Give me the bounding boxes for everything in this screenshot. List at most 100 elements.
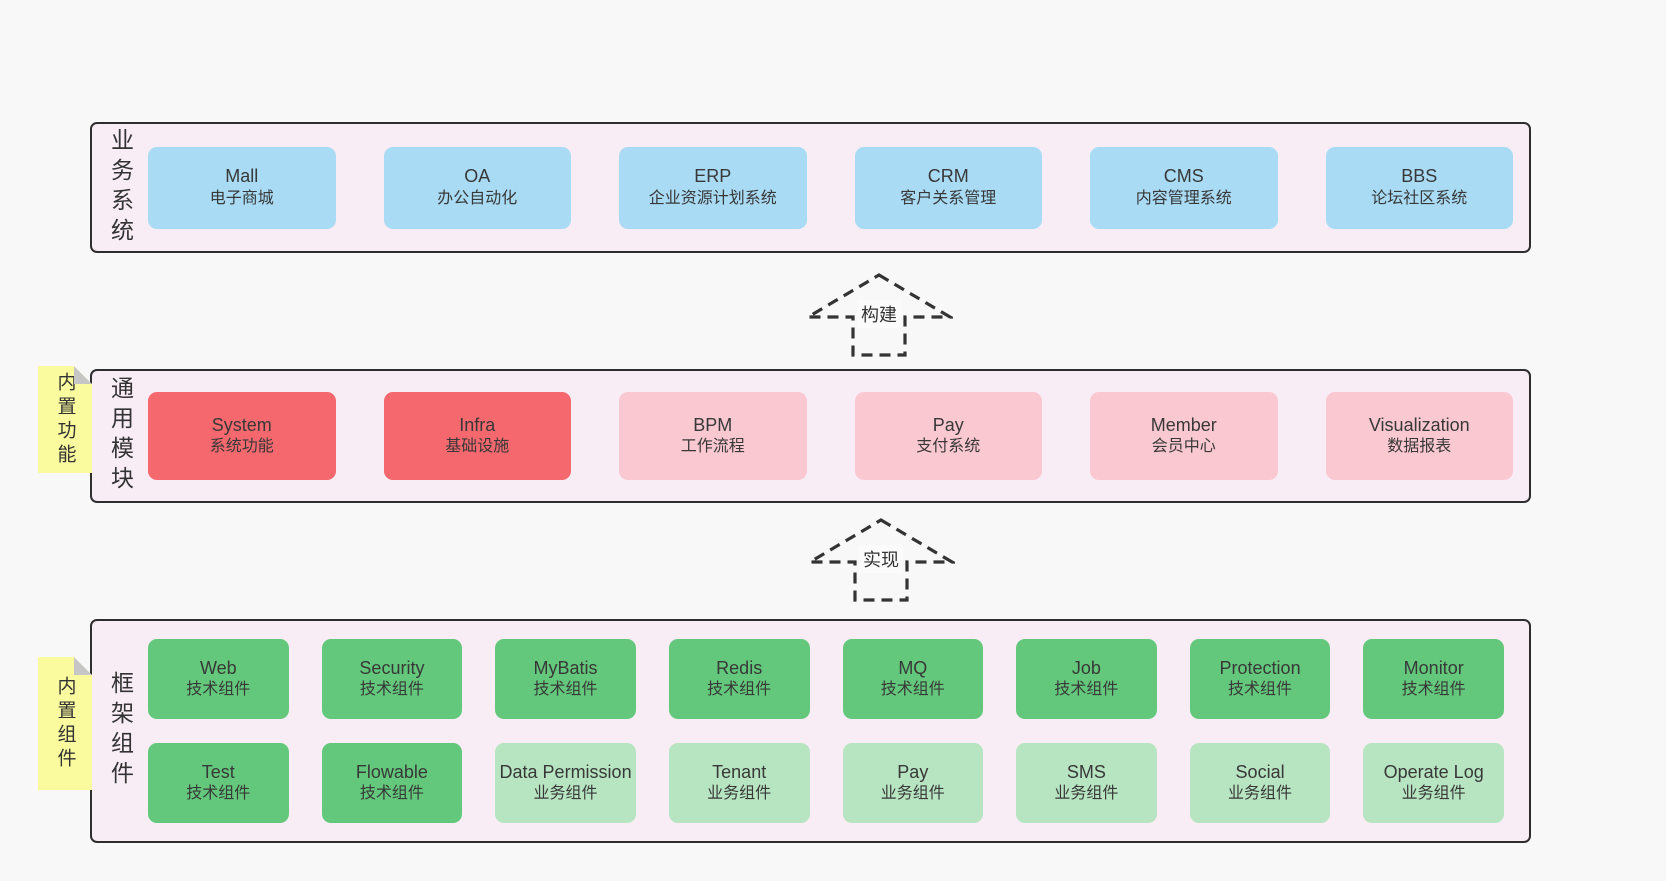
box-tenant: Tenant 业务组件	[668, 743, 810, 823]
box-job: Job 技术组件	[1016, 639, 1157, 719]
box-desc: 技术组件	[1228, 681, 1293, 699]
box-infra: Infra 基础设施	[383, 392, 571, 480]
box-name: Test	[201, 761, 235, 782]
box-name: Operate Log	[1383, 761, 1484, 782]
box-name: ERP	[694, 166, 732, 187]
box-name: Job	[1071, 657, 1101, 678]
box-name: Monitor	[1403, 657, 1464, 678]
box-desc: 技术组件	[359, 681, 424, 699]
arrow-implement-label: 实现	[859, 545, 903, 573]
box-name: SMS	[1066, 761, 1106, 782]
box-social: Social 业务组件	[1189, 743, 1331, 823]
layer-common-modules: 通用模块 System 系统功能 Infra 基础设施 BPM 工作流程 Pay…	[90, 369, 1531, 503]
layer-framework-components: 框架组件 Web 技术组件 Security 技术组件 MyBatis 技术组件	[90, 619, 1531, 843]
box-desc: 办公自动化	[437, 189, 518, 207]
box-desc: 业务组件	[707, 785, 772, 803]
box-name: Data Permission	[499, 761, 632, 782]
box-sms: SMS 业务组件	[1016, 743, 1157, 823]
box-name: Flowable	[355, 761, 428, 782]
box-name: Tenant	[712, 761, 767, 782]
box-desc: 会员中心	[1151, 438, 1216, 456]
box-desc: 企业资源计划系统	[648, 189, 777, 207]
box-security: Security 技术组件	[321, 639, 463, 719]
box-name: Security	[359, 657, 425, 678]
layer-label-text: 通用模块	[107, 376, 134, 496]
sticky-text: 内置功能	[54, 371, 76, 468]
box-desc: 系统功能	[209, 438, 274, 456]
box-name: Protection	[1219, 657, 1301, 678]
box-erp: ERP 企业资源计划系统	[619, 146, 807, 229]
box-desc: 业务组件	[1054, 785, 1119, 803]
box-name: Web	[199, 657, 237, 678]
box-bpm: BPM 工作流程	[619, 392, 807, 480]
box-name: Pay	[897, 761, 929, 782]
arrow-build-label: 构建	[857, 300, 901, 328]
box-name: CRM	[927, 166, 969, 187]
box-name: Member	[1150, 414, 1217, 435]
box-desc: 内容管理系统	[1135, 189, 1232, 207]
box-desc: 电子商城	[209, 189, 274, 207]
layer-label-modules: 通用模块	[92, 371, 148, 501]
box-visualization: Visualization 数据报表	[1325, 392, 1513, 480]
box-desc: 业务组件	[1228, 785, 1293, 803]
arrow-implement: 实现	[807, 517, 955, 603]
box-web: Web 技术组件	[148, 639, 289, 719]
layer-label-components: 框架组件	[92, 621, 148, 841]
box-desc: 技术组件	[880, 681, 945, 699]
box-mybatis: MyBatis 技术组件	[495, 639, 636, 719]
box-member: Member 会员中心	[1090, 392, 1278, 480]
box-name: CMS	[1163, 166, 1204, 187]
box-desc: 工作流程	[680, 438, 745, 456]
box-mall: Mall 电子商城	[148, 146, 336, 229]
box-name: BPM	[693, 414, 733, 435]
arrow-build: 构建	[805, 272, 953, 358]
sticky-note-builtin-components: 内置组件	[38, 657, 92, 790]
box-desc: 业务组件	[880, 785, 945, 803]
box-system: System 系统功能	[148, 392, 336, 480]
layer-label-text: 框架组件	[107, 671, 134, 791]
box-pay: Pay 支付系统	[854, 392, 1042, 480]
box-desc: 客户关系管理	[900, 189, 997, 207]
box-oa: OA 办公自动化	[383, 146, 571, 229]
box-name: Social	[1235, 761, 1285, 782]
box-name: Visualization	[1368, 414, 1470, 435]
box-desc: 基础设施	[445, 438, 510, 456]
box-desc: 技术组件	[186, 785, 251, 803]
box-name: MyBatis	[533, 657, 598, 678]
dashed-up-arrow-icon	[807, 518, 955, 602]
box-name: Mall	[225, 166, 259, 187]
business-box-row: Mall 电子商城 OA 办公自动化 ERP 企业资源计划系统 CRM 客户关系…	[148, 124, 1529, 251]
sticky-text: 内置组件	[54, 675, 76, 772]
box-data-permission: Data Permission 业务组件	[495, 743, 636, 823]
box-name: OA	[464, 166, 491, 187]
box-desc: 论坛社区系统	[1371, 189, 1468, 207]
box-name: BBS	[1401, 166, 1438, 187]
modules-box-row: System 系统功能 Infra 基础设施 BPM 工作流程 Pay 支付系统…	[148, 371, 1529, 501]
dashed-up-arrow-icon	[805, 273, 953, 357]
components-row-2: Test 技术组件 Flowable 技术组件 Data Permission …	[148, 743, 1504, 823]
components-box-rows: Web 技术组件 Security 技术组件 MyBatis 技术组件 Redi…	[148, 621, 1529, 841]
box-bbs: BBS 论坛社区系统	[1325, 146, 1513, 229]
box-protection: Protection 技术组件	[1189, 639, 1331, 719]
box-desc: 技术组件	[359, 785, 424, 803]
box-desc: 业务组件	[1401, 785, 1466, 803]
layer-label-business: 业务系统	[92, 124, 148, 251]
box-name: Infra	[459, 414, 496, 435]
components-row-1: Web 技术组件 Security 技术组件 MyBatis 技术组件 Redi…	[148, 639, 1504, 719]
box-test: Test 技术组件	[148, 743, 289, 823]
box-desc: 技术组件	[1401, 681, 1466, 699]
box-flowable: Flowable 技术组件	[321, 743, 463, 823]
box-desc: 业务组件	[533, 785, 598, 803]
box-name: MQ	[898, 657, 928, 678]
box-crm: CRM 客户关系管理	[854, 146, 1042, 229]
box-monitor: Monitor 技术组件	[1363, 639, 1504, 719]
box-name: Redis	[716, 657, 763, 678]
box-desc: 技术组件	[533, 681, 598, 699]
box-pay-component: Pay 业务组件	[842, 743, 984, 823]
sticky-note-builtin-features: 内置功能	[38, 366, 92, 473]
box-desc: 支付系统	[916, 438, 981, 456]
box-operate-log: Operate Log 业务组件	[1363, 743, 1504, 823]
box-desc: 数据报表	[1387, 438, 1452, 456]
box-cms: CMS 内容管理系统	[1090, 146, 1278, 229]
